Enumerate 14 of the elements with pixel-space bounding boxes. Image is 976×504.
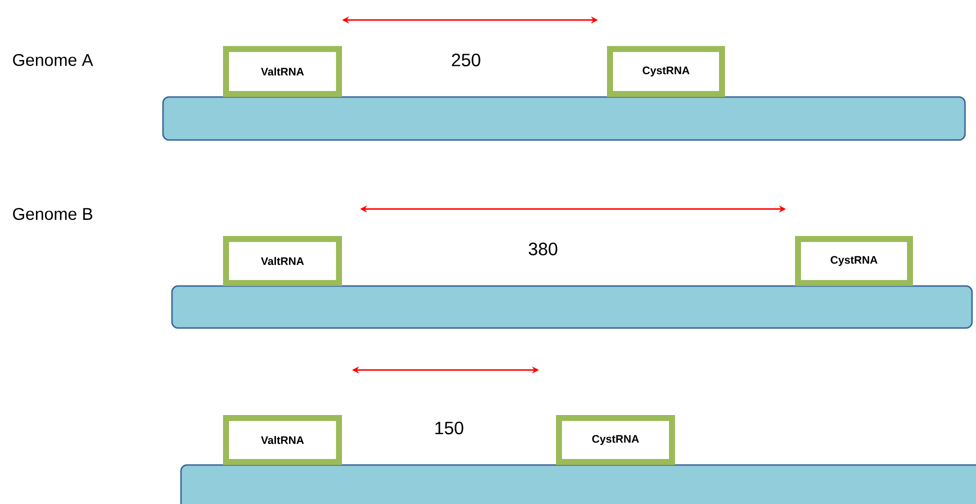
genome-bar [162, 96, 966, 141]
gene-box: ValtRNA [223, 46, 342, 97]
gene-box: CystRNA [607, 46, 725, 97]
gene-box: CystRNA [556, 415, 675, 465]
genome-label: Genome A [13, 54, 94, 66]
gene-box: ValtRNA [223, 236, 342, 286]
genome-label: Genome B [13, 208, 92, 220]
distance-label: 250 [452, 54, 480, 66]
gene-box: ValtRNA [223, 415, 342, 465]
genome-bar [171, 285, 973, 329]
genome-bar [180, 464, 976, 504]
gene-box: CystRNA [795, 236, 913, 286]
distance-label: 150 [435, 422, 464, 434]
distance-label: 380 [528, 242, 558, 256]
